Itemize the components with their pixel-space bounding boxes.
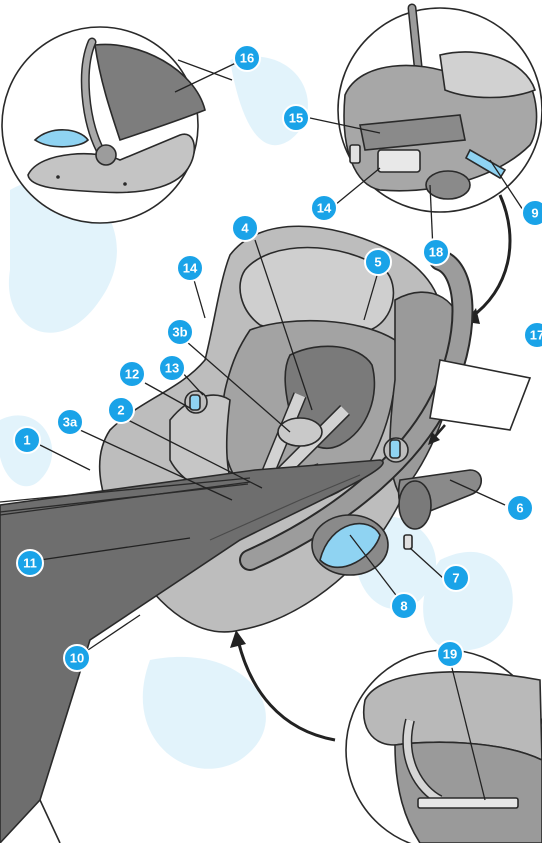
callout-14-main-label: 14 — [183, 261, 198, 276]
instruction-manual-sheet — [429, 359, 532, 431]
inset-side-view — [337, 3, 542, 213]
callout-15: 15 — [282, 104, 310, 132]
callout-5: 5 — [364, 248, 392, 276]
leader-lines — [177, 59, 233, 81]
callout-17-label: 17 — [530, 328, 542, 343]
callout-17: 17 — [523, 321, 542, 349]
arrowhead-bottom — [230, 630, 246, 648]
callout-8-label: 8 — [400, 599, 407, 614]
callout-16-label: 16 — [240, 51, 254, 66]
callout-6-label: 6 — [516, 501, 523, 516]
callout-15-label: 15 — [289, 111, 303, 126]
callout-1: 1 — [13, 426, 41, 454]
callout-13-label: 13 — [165, 361, 179, 376]
callout-11: 11 — [16, 549, 44, 577]
callout-2: 2 — [107, 396, 135, 424]
callout-1-label: 1 — [23, 433, 30, 448]
callout-19: 19 — [436, 640, 464, 668]
callout-18: 18 — [422, 238, 450, 266]
arrow-to-main-top — [469, 194, 512, 320]
callout-18-label: 18 — [429, 245, 443, 260]
arrow-to-main-bottom — [236, 639, 336, 742]
callout-7: 7 — [442, 564, 470, 592]
callout-14-main: 14 — [176, 254, 204, 282]
callout-9: 9 — [521, 199, 542, 227]
callout-3a: 3a — [56, 408, 84, 436]
callout-7-label: 7 — [452, 571, 459, 586]
callout-9-label: 9 — [531, 206, 538, 221]
arrowhead-manual — [428, 432, 440, 445]
callout-4: 4 — [231, 214, 259, 242]
callout-14-inset: 14 — [310, 194, 338, 222]
inset-canopy-view — [1, 26, 206, 224]
callout-12: 12 — [118, 360, 146, 388]
callout-2-label: 2 — [117, 403, 124, 418]
callout-6: 6 — [506, 494, 534, 522]
callout-10: 10 — [63, 644, 91, 672]
callout-12-label: 12 — [125, 367, 139, 382]
callout-19-label: 19 — [443, 647, 457, 662]
inset-belt-guide-view — [345, 649, 542, 843]
callout-11-label: 11 — [23, 556, 37, 571]
sun-canopy-cover — [0, 459, 384, 843]
callout-4-label: 4 — [241, 221, 249, 236]
callout-16: 16 — [233, 44, 261, 72]
callout-3a-label: 3a — [63, 415, 78, 430]
leader-lines-real — [39, 61, 524, 801]
callout-5-label: 5 — [374, 255, 381, 270]
callout-14-inset-label: 14 — [317, 201, 332, 216]
callout-8: 8 — [390, 592, 418, 620]
callout-3b: 3b — [166, 318, 194, 346]
callout-13: 13 — [158, 354, 186, 382]
callout-10-label: 10 — [70, 651, 84, 666]
callout-3b-label: 3b — [172, 325, 187, 340]
main-car-seat — [98, 225, 483, 633]
